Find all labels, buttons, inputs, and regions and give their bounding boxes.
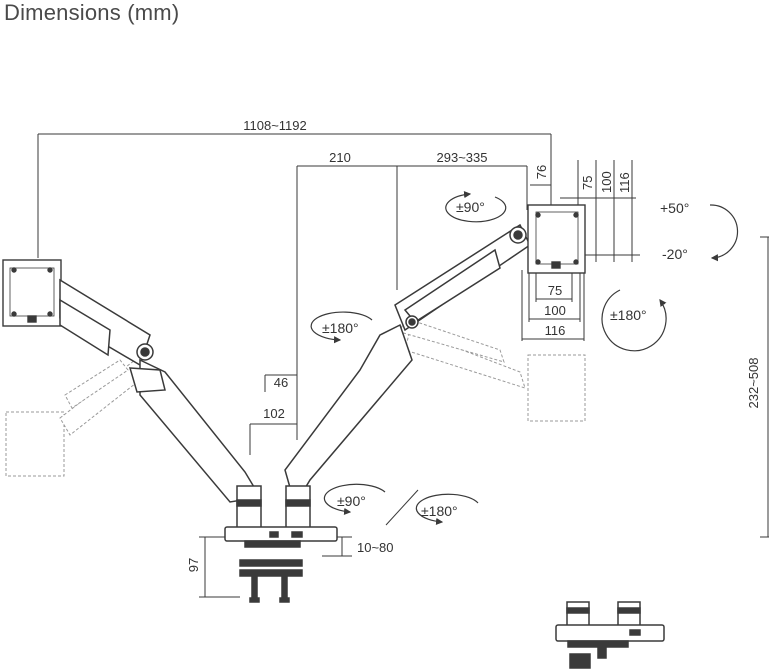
rot-base-rotate: ±180° [421, 503, 458, 519]
rotate-plate-arrow-icon [601, 289, 667, 352]
dim-height-range: 232~508 [746, 358, 761, 409]
rot-swivel-top: ±90° [456, 199, 485, 215]
pole-and-base [224, 485, 338, 603]
dim-vesa-116-h: 116 [545, 323, 566, 338]
dim-pole-102: 102 [263, 406, 285, 421]
page-title: Dimensions (mm) [4, 0, 180, 25]
rot-tilt-down: -20° [662, 246, 688, 262]
rot-base-swivel: ±90° [337, 493, 366, 509]
dim-clamp-height: 97 [186, 558, 201, 572]
left-vesa-plate [2, 259, 62, 327]
dim-plate-offset: 76 [534, 165, 549, 179]
rot-plate: ±180° [610, 307, 647, 323]
right-arm [284, 223, 531, 507]
dim-vesa-75-h: 75 [548, 283, 562, 298]
dim-vesa-75-v: 75 [580, 176, 595, 190]
swivel-left-arrow-icon [310, 311, 373, 344]
dim-vesa-100-v: 100 [599, 171, 614, 193]
dim-vesa-116-v: 116 [617, 172, 632, 193]
dim-total-width: 1108~1192 [243, 118, 307, 133]
dim-arm-reach: 293~335 [437, 150, 488, 165]
rot-swivel-left: ±180° [322, 320, 359, 336]
dim-vesa-100-h: 100 [544, 303, 566, 318]
base-swivel-arrow-icon [323, 483, 386, 516]
swivel-top-arrow-icon [445, 190, 507, 223]
dim-desk-thickness: 10~80 [357, 540, 394, 555]
right-vesa-plate [527, 204, 586, 274]
dim-center-to-arm: 210 [329, 150, 351, 165]
inset-base-view [555, 601, 665, 669]
dim-pole-46: 46 [274, 375, 288, 390]
base-rotate-arrow-icon [415, 493, 479, 526]
alternate-positions [5, 317, 586, 477]
dimension-lines [37, 133, 769, 598]
tilt-arrow-icon [709, 204, 739, 262]
rotation-arrows [310, 190, 739, 526]
rot-tilt-up: +50° [660, 200, 689, 216]
